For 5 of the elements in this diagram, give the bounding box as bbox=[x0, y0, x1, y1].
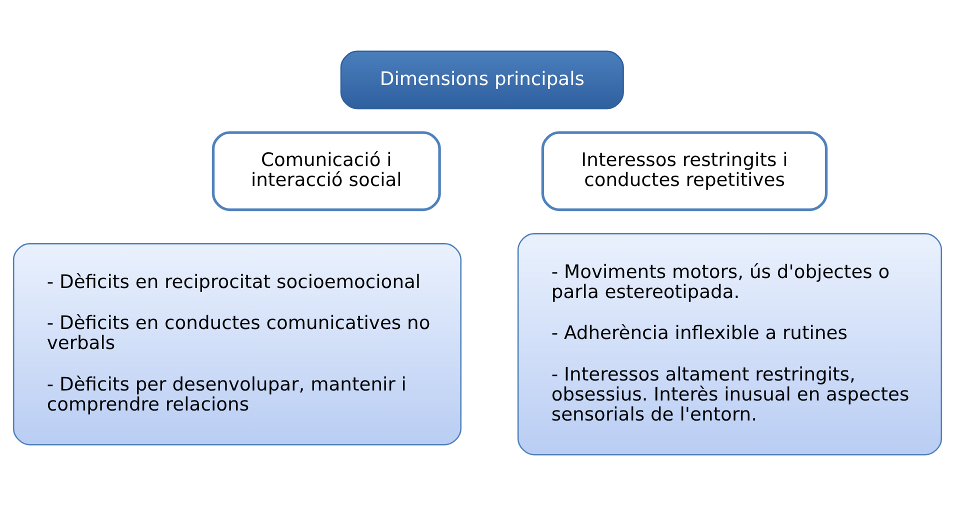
node-box: Dimensions principals bbox=[340, 50, 624, 110]
node-box: - Moviments motors, ús d'objectes o parla estereotipada. - Adherència inflexible a rutines - Interessos altament restringits, obsessius. Interès inusual en aspectes sensorials de l'entorn. bbox=[517, 233, 942, 456]
node-box: - Dèficits en reciprocitat socioemocional - Dèficits en conductes comunicatives no verbals - Dèficits per desenvolupar, mantenir i comprendre relacions bbox=[12, 243, 462, 446]
node-box: Interessos restringits i conductes repetitives bbox=[541, 131, 828, 212]
node-box: Comunicació i interacció social bbox=[212, 131, 441, 212]
